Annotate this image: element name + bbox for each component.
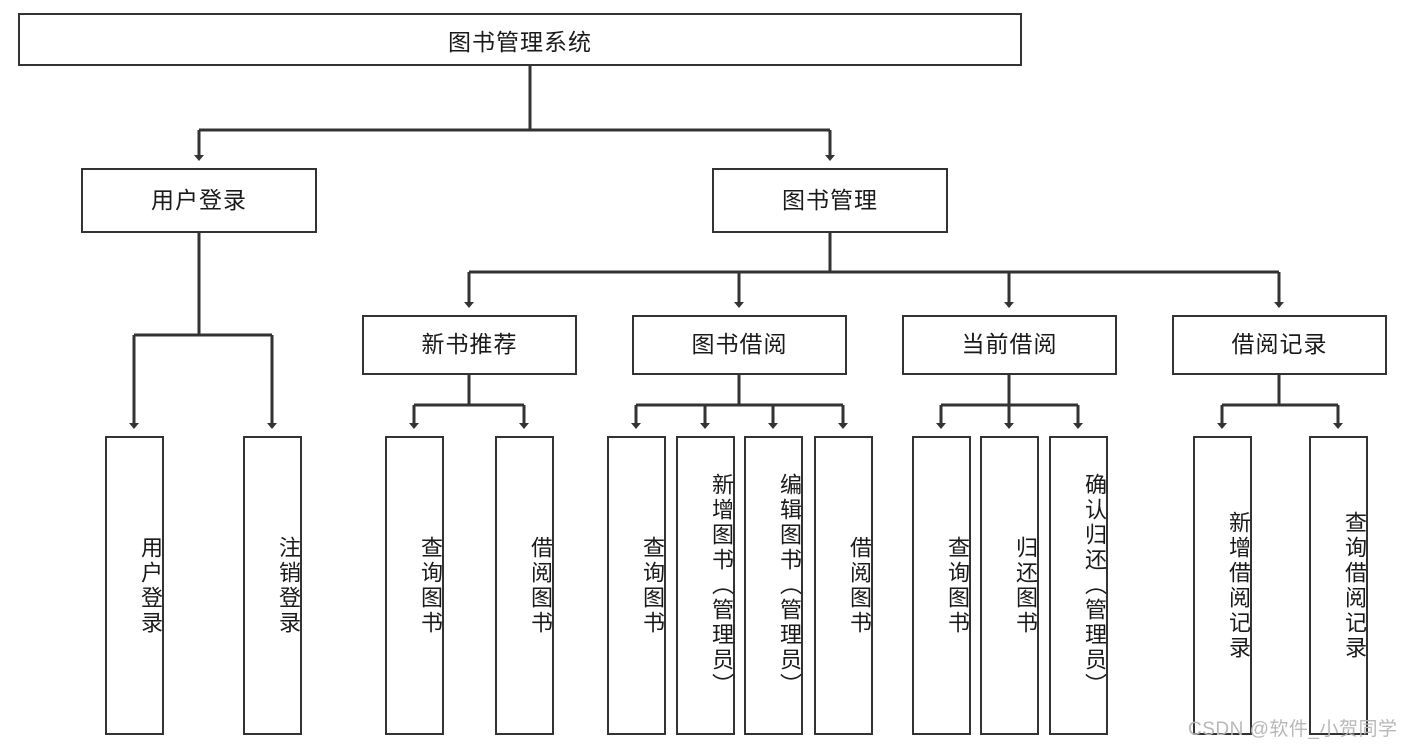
node-book-borrow[interactable]: 图书借阅 <box>632 315 847 375</box>
node-label: 借阅图书 <box>528 535 553 636</box>
leaf-borrow-borrow-book[interactable]: 借阅图书 <box>814 436 873 735</box>
leaf-current-return-book[interactable]: 归还图书 <box>980 436 1039 735</box>
node-label: 注销登录 <box>276 535 301 636</box>
node-label: 用户登录 <box>138 535 163 636</box>
leaf-new-book-query[interactable]: 查询图书 <box>385 436 444 735</box>
node-label: 用户登录 <box>151 186 247 213</box>
node-new-book-recommendation[interactable]: 新书推荐 <box>362 315 577 375</box>
node-label: 编辑图书（管理员） <box>777 473 802 698</box>
node-book-management[interactable]: 图书管理 <box>712 168 948 233</box>
node-label: 新书推荐 <box>421 331 518 358</box>
node-current-borrow[interactable]: 当前借阅 <box>902 315 1117 375</box>
node-label: 图书管理系统 <box>448 28 592 55</box>
node-label: 图书管理 <box>782 186 878 213</box>
node-label: 查询图书 <box>945 535 970 636</box>
node-label: 查询借阅记录 <box>1342 510 1367 661</box>
leaf-current-query-book[interactable]: 查询图书 <box>912 436 971 735</box>
leaf-borrow-edit-book-admin[interactable]: 编辑图书（管理员） <box>744 436 803 735</box>
node-label: 归还图书 <box>1013 535 1038 636</box>
leaf-record-add-borrow-record[interactable]: 新增借阅记录 <box>1193 436 1252 735</box>
leaf-borrow-query-book[interactable]: 查询图书 <box>607 436 666 735</box>
node-label: 借阅图书 <box>847 535 872 636</box>
leaf-current-confirm-return-admin[interactable]: 确认归还（管理员） <box>1049 436 1108 735</box>
node-label: 借阅记录 <box>1231 331 1328 358</box>
node-label: 查询图书 <box>418 535 443 636</box>
leaf-user-login-signin[interactable]: 用户登录 <box>105 436 164 735</box>
leaf-record-query-borrow-record[interactable]: 查询借阅记录 <box>1309 436 1368 735</box>
node-label: 新增借阅记录 <box>1226 510 1251 661</box>
node-label: 确认归还（管理员） <box>1082 473 1107 698</box>
node-label: 图书借阅 <box>691 331 788 358</box>
node-label: 当前借阅 <box>961 331 1058 358</box>
node-label: 查询图书 <box>640 535 665 636</box>
node-user-login[interactable]: 用户登录 <box>81 168 317 233</box>
leaf-new-book-borrow[interactable]: 借阅图书 <box>495 436 554 735</box>
node-label: 新增图书（管理员） <box>709 473 734 698</box>
csdn-watermark: CSDN @软件_小贺同学 <box>1188 719 1398 740</box>
node-root-book-management-system[interactable]: 图书管理系统 <box>18 13 1022 66</box>
node-borrow-record[interactable]: 借阅记录 <box>1172 315 1387 375</box>
leaf-user-login-signout[interactable]: 注销登录 <box>243 436 302 735</box>
leaf-borrow-add-book-admin[interactable]: 新增图书（管理员） <box>676 436 735 735</box>
